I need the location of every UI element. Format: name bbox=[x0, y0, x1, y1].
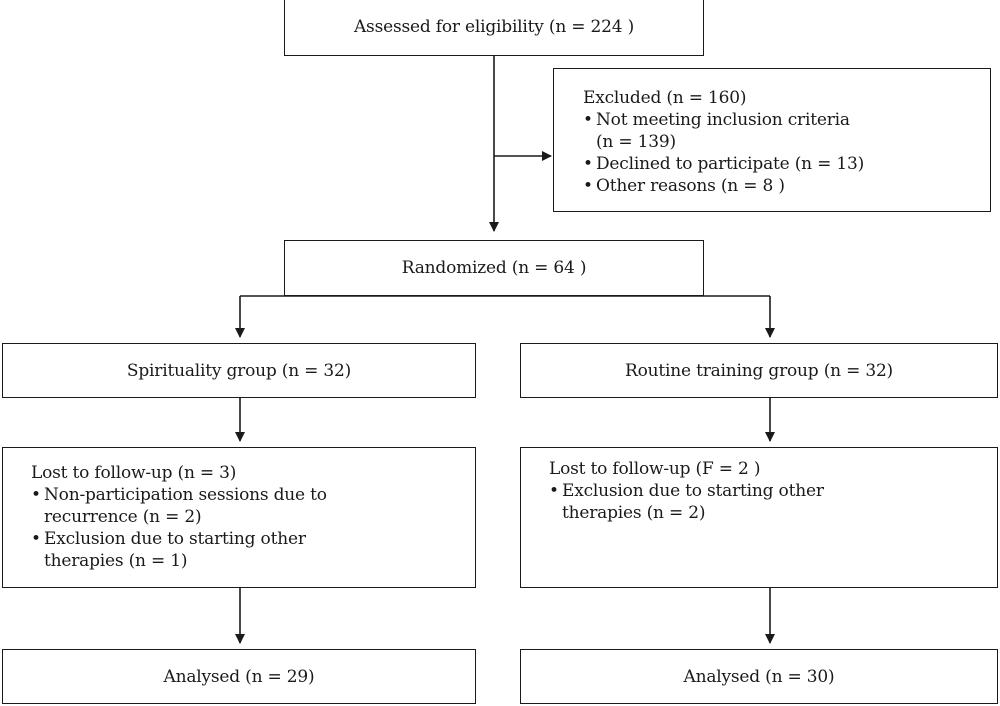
assessed-label: Assessed for eligibility (n = 224 ) bbox=[353, 17, 635, 37]
randomized-label: Randomized (n = 64 ) bbox=[401, 258, 587, 278]
excluded-reason-item: Other reasons (n = 8 ) bbox=[583, 175, 973, 197]
excluded-box: Excluded (n = 160) Not meeting inclusion… bbox=[553, 68, 991, 212]
routine-analysed-box: Analysed (n = 30) bbox=[520, 649, 998, 704]
spirituality-analysed-label: Analysed (n = 29) bbox=[163, 666, 315, 687]
excluded-title: Excluded (n = 160) bbox=[583, 88, 747, 108]
routine-lost-box: Lost to follow-up (F = 2 ) Exclusion due… bbox=[520, 447, 998, 588]
excluded-reasons-list: Not meeting inclusion criteria(n = 139)D… bbox=[583, 109, 973, 197]
spirituality-group-box: Spirituality group (n = 32) bbox=[2, 343, 476, 398]
routine-group-label: Routine training group (n = 32) bbox=[625, 360, 893, 381]
routine-lost-list: Exclusion due to starting othertherapies… bbox=[549, 480, 979, 524]
routine-analysed-label: Analysed (n = 30) bbox=[683, 666, 835, 687]
routine-lost-content: Lost to follow-up (F = 2 ) Exclusion due… bbox=[549, 458, 979, 524]
routine-lost-title: Lost to follow-up (F = 2 ) bbox=[549, 459, 761, 479]
excluded-content: Excluded (n = 160) Not meeting inclusion… bbox=[583, 87, 973, 197]
excluded-reason-item: Not meeting inclusion criteria(n = 139) bbox=[583, 109, 973, 153]
spirituality-lost-list: Non-participation sessions due torecurre… bbox=[31, 484, 461, 572]
spirituality-lost-box: Lost to follow-up (n = 3) Non-participat… bbox=[2, 447, 476, 588]
excluded-reason-item: Declined to participate (n = 13) bbox=[583, 153, 973, 175]
spirituality-lost-reason-item: Exclusion due to starting othertherapies… bbox=[31, 528, 461, 572]
spirituality-analysed-box: Analysed (n = 29) bbox=[2, 649, 476, 704]
randomized-box: Randomized (n = 64 ) bbox=[284, 240, 704, 296]
spirituality-lost-reason-item: Non-participation sessions due torecurre… bbox=[31, 484, 461, 528]
spirituality-lost-content: Lost to follow-up (n = 3) Non-participat… bbox=[31, 462, 461, 572]
routine-group-box: Routine training group (n = 32) bbox=[520, 343, 998, 398]
assessed-box: Assessed for eligibility (n = 224 ) bbox=[284, 0, 704, 56]
spirituality-group-label: Spirituality group (n = 32) bbox=[126, 360, 352, 381]
routine-lost-reason-item: Exclusion due to starting othertherapies… bbox=[549, 480, 979, 524]
spirituality-lost-title: Lost to follow-up (n = 3) bbox=[31, 463, 237, 483]
